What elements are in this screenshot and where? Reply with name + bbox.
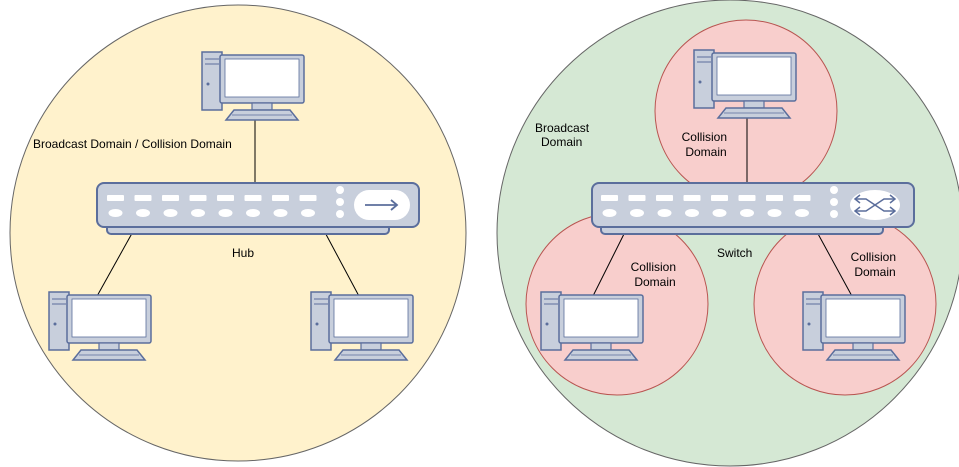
network-hub-icon — [96, 182, 420, 235]
switch-label: Switch — [717, 246, 752, 260]
hub-label: Hub — [232, 246, 254, 260]
hub-network: Broadcast Domain / Collision Domain Hub — [9, 4, 467, 462]
desktop-computer-icon — [201, 51, 305, 121]
network-switch-icon — [591, 182, 915, 235]
switch-network: Broadcast Domain Collision Domain Collis… — [496, 0, 959, 467]
broadcast-domain-label: Broadcast Domain — [535, 121, 592, 149]
collision-domain-label-top: Collision Domain — [682, 130, 731, 159]
hub-domain-label: Broadcast Domain / Collision Domain — [33, 137, 232, 151]
desktop-computer-icon — [693, 49, 797, 119]
desktop-computer-icon — [48, 291, 152, 361]
desktop-computer-icon — [540, 291, 644, 361]
collision-domain-label-left: Collision Domain — [631, 260, 680, 289]
desktop-computer-icon — [802, 291, 906, 361]
desktop-computer-icon — [310, 291, 414, 361]
collision-domain-label-right: Collision Domain — [851, 250, 900, 279]
